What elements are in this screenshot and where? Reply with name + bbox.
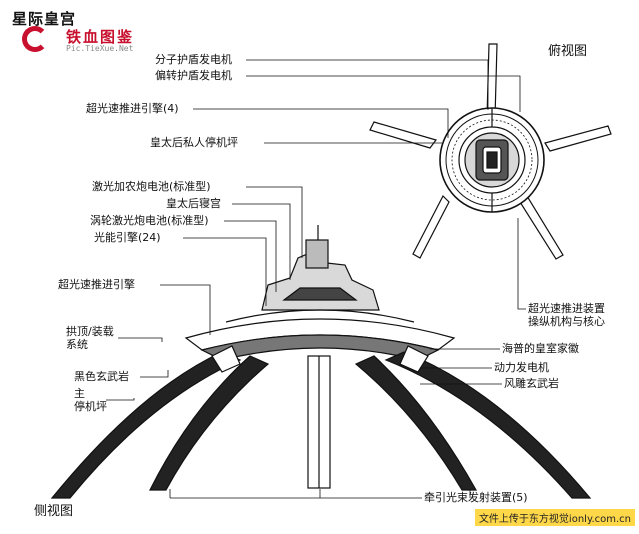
label-shield-gen: 分子护盾发电机 [155, 53, 232, 66]
site-logo: 铁血图鉴 Pic.TieXue.Net [22, 24, 152, 58]
logo-g-icon [22, 26, 48, 52]
label-ftl-engine-4: 超光速推进引擎(4) [86, 102, 179, 115]
side-view-caption: 侧视图 [34, 504, 74, 519]
label-arch-dock: 拱顶/装载 系统 [66, 325, 114, 351]
label-empress-pad: 皇太后私人停机坪 [150, 136, 238, 149]
label-black-basalt: 黑色玄武岩 [74, 370, 129, 383]
label-ftl-engine: 超光速推进引擎 [58, 278, 135, 291]
label-ftl-device: 超光速推进装置 操纵机构与核心 [528, 302, 605, 328]
label-tractor: 牵引光束发射装置(5) [424, 491, 528, 504]
label-empress-chamber: 皇太后寝宫 [166, 197, 221, 210]
logo-brand: 铁血图鉴 [66, 28, 135, 46]
label-deflector-gen: 偏转护盾发电机 [155, 69, 232, 82]
label-laser-battery: 激光加农炮电池(标准型) [92, 180, 211, 193]
logo-url: Pic.TieXue.Net [66, 44, 134, 53]
page-title: 星际皇宫 [12, 10, 77, 28]
label-power-gen: 动力发电机 [494, 361, 549, 374]
footer-watermark: 文件上传于东方视觉ionly.com.cn [474, 509, 635, 526]
label-wind-basalt: 风雕玄武岩 [504, 377, 559, 390]
top-view-drawing [369, 43, 612, 260]
leader-lines [106, 59, 526, 499]
label-royal-crest: 海普的皇室家徽 [502, 342, 579, 355]
label-light-engine: 光能引擎(24) [94, 231, 161, 244]
label-main-pad: 主 停机坪 [74, 387, 107, 413]
top-view-caption: 俯视图 [548, 44, 588, 59]
label-turbo-laser: 涡轮激光炮电池(标准型) [90, 214, 209, 227]
side-view-drawing [50, 225, 592, 499]
top-view-arms [369, 43, 612, 260]
